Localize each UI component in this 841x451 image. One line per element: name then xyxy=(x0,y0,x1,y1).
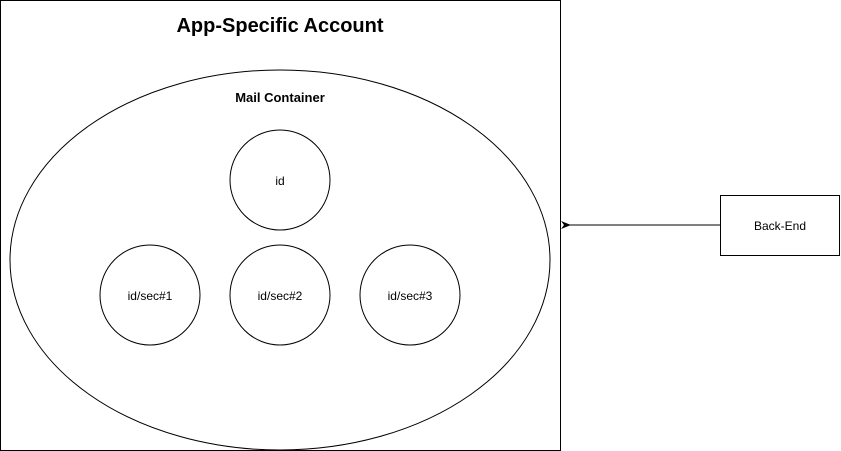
node-id xyxy=(229,129,331,231)
node-sec1-label: id/sec#1 xyxy=(128,289,173,303)
account-title: App-Specific Account xyxy=(176,15,383,37)
node-sec3-label: id/sec#3 xyxy=(388,289,433,303)
node-sec2-label: id/sec#2 xyxy=(258,289,303,303)
node-sec2 xyxy=(229,244,331,346)
container-title: Mail Container xyxy=(235,90,325,105)
node-sec1 xyxy=(99,244,201,346)
backend-label: Back-End xyxy=(754,219,806,233)
backend-box xyxy=(720,195,840,256)
node-id-label: id xyxy=(275,174,284,188)
node-sec3 xyxy=(359,244,461,346)
